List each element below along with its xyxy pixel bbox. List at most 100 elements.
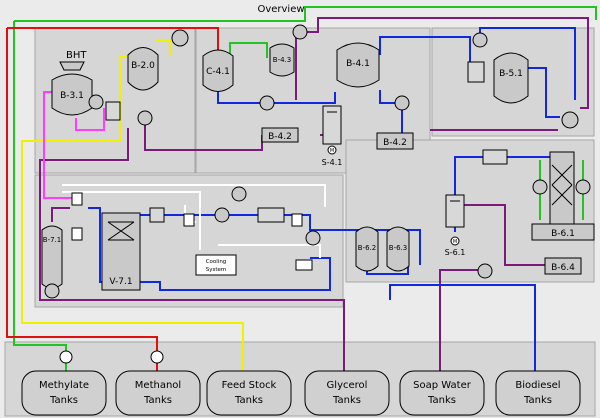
pipe-blue-c41 bbox=[217, 90, 336, 104]
hx-b31[interactable] bbox=[105, 101, 121, 121]
valve-3[interactable] bbox=[291, 213, 303, 227]
tank-glycerol[interactable]: Glycerol Tanks bbox=[304, 370, 390, 416]
vessel-b41[interactable] bbox=[336, 42, 380, 88]
vessel-c41-label: C-4.1 bbox=[206, 67, 230, 77]
bht-label: BHT bbox=[66, 50, 87, 61]
pipe-cooling-1 bbox=[62, 184, 326, 207]
pump-11[interactable] bbox=[305, 230, 321, 246]
tag-b42[interactable] bbox=[261, 127, 299, 143]
valve-1[interactable] bbox=[71, 192, 83, 206]
tank-methanol-line1: Methanol bbox=[135, 380, 181, 391]
cooling-system-line1: Cooling bbox=[206, 259, 227, 265]
bht-hopper bbox=[59, 61, 85, 71]
pipe-feedstock-b20 bbox=[119, 55, 128, 118]
pump-1[interactable] bbox=[171, 29, 189, 47]
tank-biodiesel-line2: Tanks bbox=[523, 395, 552, 406]
tank-soapwater[interactable]: Soap Water Tanks bbox=[399, 370, 485, 416]
tank-methylate[interactable]: Methylate Tanks bbox=[21, 370, 107, 416]
separator-s61[interactable] bbox=[445, 194, 465, 228]
pump-12[interactable] bbox=[44, 283, 60, 299]
box-b42-label: B-4.2 bbox=[383, 138, 407, 148]
vessel-b20-label: B-2.0 bbox=[131, 61, 155, 71]
vessel-b62-label: B-6.2 bbox=[358, 244, 376, 252]
pump-3[interactable] bbox=[137, 110, 153, 126]
vessel-b41-label: B-4.1 bbox=[346, 59, 370, 69]
box-b61-label: B-6.1 bbox=[551, 229, 575, 239]
vessel-b62[interactable] bbox=[355, 226, 379, 272]
overview-title: Overview bbox=[257, 4, 304, 15]
hx-area7-a[interactable] bbox=[149, 207, 165, 223]
pipe-purple-area6 bbox=[460, 204, 545, 266]
pump-15[interactable] bbox=[477, 263, 493, 279]
tank-soapwater-line1: Soap Water bbox=[413, 380, 472, 391]
pump-6[interactable] bbox=[292, 24, 308, 40]
pump-8[interactable] bbox=[561, 111, 579, 129]
tank-soapwater-line2: Tanks bbox=[427, 395, 456, 406]
column-v71[interactable] bbox=[101, 212, 141, 291]
tank-glycerol-line2: Tanks bbox=[332, 395, 361, 406]
pipe-blue-v71 bbox=[140, 214, 421, 265]
pipe-purple-b71-top bbox=[51, 207, 70, 222]
vessel-c41[interactable] bbox=[202, 49, 234, 92]
tank-methanol[interactable]: Methanol Tanks bbox=[115, 370, 201, 416]
separator-s61-label: S-6.1 bbox=[445, 248, 466, 257]
pump-4[interactable] bbox=[259, 95, 275, 111]
tank-biodiesel-line1: Biodiesel bbox=[515, 380, 560, 391]
vessel-b31-label: B-3.1 bbox=[60, 91, 84, 101]
pump-14[interactable] bbox=[575, 179, 591, 195]
valve-2[interactable] bbox=[183, 213, 195, 227]
box-b42[interactable] bbox=[376, 132, 414, 150]
pump-5[interactable] bbox=[394, 95, 410, 111]
hx-area7-b[interactable] bbox=[257, 207, 285, 223]
tank-methylate-line2: Tanks bbox=[49, 395, 78, 406]
pipe-feedstock bbox=[21, 118, 244, 372]
vessel-b43[interactable] bbox=[269, 43, 295, 77]
separator-s41-label: S-4.1 bbox=[322, 158, 343, 167]
hx-b51[interactable] bbox=[467, 61, 485, 83]
box-b64[interactable] bbox=[544, 257, 582, 275]
pump-13[interactable] bbox=[532, 179, 548, 195]
tank-biodiesel[interactable]: Biodiesel Tanks bbox=[495, 370, 581, 416]
box-b64-label: B-6.4 bbox=[551, 263, 575, 273]
valve-4[interactable] bbox=[71, 227, 83, 241]
tank-feedstock[interactable]: Feed Stock Tanks bbox=[206, 370, 292, 416]
column-b61[interactable] bbox=[549, 151, 575, 225]
pipe-feedstock-pump bbox=[155, 39, 171, 56]
pipe-methylate-c41 bbox=[229, 42, 268, 60]
pipe-cooling-3 bbox=[218, 244, 321, 258]
connector-methanol bbox=[150, 350, 164, 364]
pipe-magenta-b31 bbox=[75, 108, 105, 131]
vessel-b63[interactable] bbox=[386, 226, 410, 272]
motor-s61-label: M bbox=[453, 239, 457, 245]
vessel-b71-label: B-7.1 bbox=[43, 236, 61, 244]
tank-feedstock-line1: Feed Stock bbox=[222, 380, 277, 391]
motor-s61 bbox=[450, 236, 460, 246]
pump-9[interactable] bbox=[231, 186, 247, 202]
hx-area6[interactable] bbox=[482, 149, 508, 165]
connector-methylate bbox=[59, 350, 73, 364]
pipe-blue-biodiesel bbox=[389, 284, 536, 372]
cooling-system-line2: System bbox=[206, 267, 227, 273]
pump-group bbox=[44, 24, 591, 299]
pump-7[interactable] bbox=[472, 32, 488, 48]
pump-2[interactable] bbox=[88, 94, 104, 110]
tank-feedstock-line2: Tanks bbox=[234, 395, 263, 406]
vessel-b51[interactable] bbox=[493, 52, 529, 104]
tank-glycerol-line1: Glycerol bbox=[327, 380, 368, 391]
pipe-methylate-outer bbox=[14, 6, 597, 22]
valve-5[interactable] bbox=[295, 259, 313, 271]
separator-s41[interactable] bbox=[322, 105, 342, 145]
cooling-system[interactable] bbox=[195, 254, 237, 276]
vessel-b20[interactable] bbox=[127, 47, 159, 91]
pump-10[interactable] bbox=[214, 207, 230, 223]
column-b61-packing bbox=[551, 164, 573, 206]
vessel-b63-label: B-6.3 bbox=[389, 244, 407, 252]
pipe-blue-bottom bbox=[140, 257, 331, 291]
tank-methanol-line2: Tanks bbox=[143, 395, 172, 406]
tank-methylate-line1: Methylate bbox=[39, 380, 89, 391]
vessel-b51-label: B-5.1 bbox=[499, 69, 523, 79]
column-v71-packing bbox=[107, 221, 135, 241]
heat-exchanger-group bbox=[105, 61, 508, 223]
box-b61[interactable] bbox=[531, 223, 595, 241]
